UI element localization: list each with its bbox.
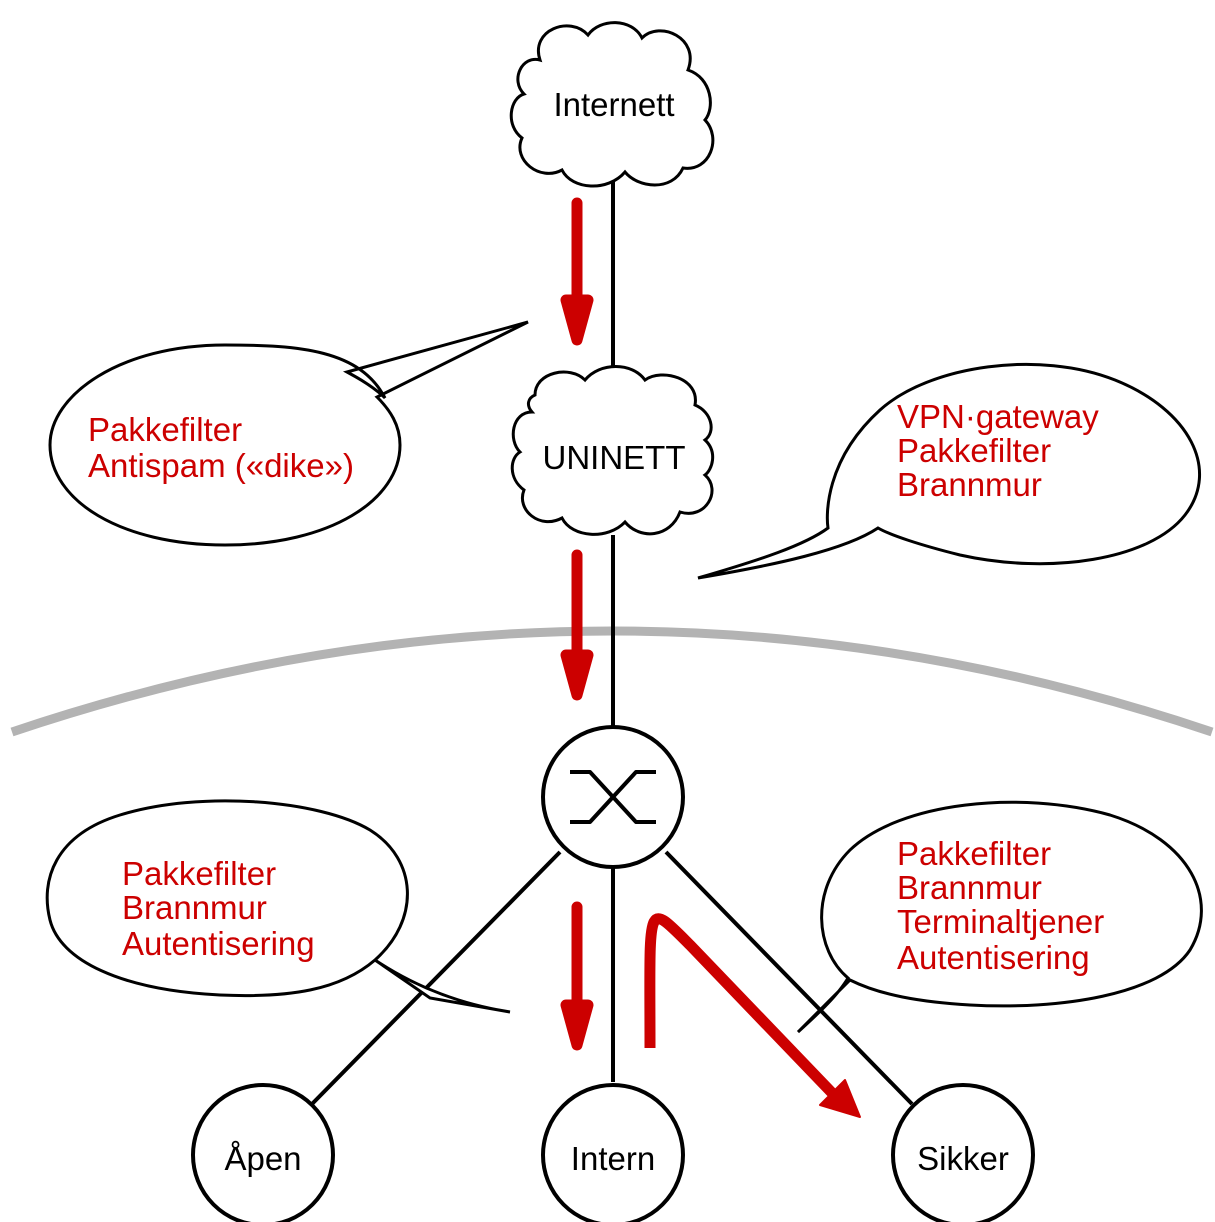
callout-line: Pakkefilter [897,432,1051,469]
uninett-cloud: UNINETT [510,365,715,536]
arrow-router-to-internal [560,901,594,1051]
callout-line: Autentisering [122,925,315,962]
callout-top-left-text: Pakkefilter Antispam («dike») [88,411,354,484]
node-secure: Sikker [891,1083,1035,1222]
callout-line: Brannmur [122,889,267,926]
callout-line: Antispam («dike») [88,447,354,484]
arrow-internal-to-secure-head [819,1079,861,1118]
link-router-secure [664,850,914,1106]
callout-bottom-right-text: Pakkefilter Brannmur Terminaltjener Aute… [897,835,1109,976]
callout-line: Brannmur [897,869,1042,906]
arrow-internet-to-uninett [560,197,594,346]
callout-top-right: VPN·gateway Pakkefilter Brannmur [697,362,1202,580]
internet-label: Internett [553,86,674,123]
callout-line: Terminaltjener [897,903,1104,940]
callout-line: Pakkefilter [897,835,1051,872]
link-router-open [310,850,562,1106]
open-label: Åpen [224,1140,301,1177]
internet-cloud: Internett [509,21,715,188]
arrow-uninett-to-router [560,549,594,701]
callout-line: Autentisering [897,939,1090,976]
callout-line: Pakkefilter [122,855,276,892]
secure-label: Sikker [917,1140,1009,1177]
traffic-arrows [560,197,861,1118]
router-node [541,725,685,869]
callout-top-right-text: VPN·gateway Pakkefilter Brannmur [897,398,1103,503]
internal-label: Intern [571,1140,655,1177]
callout-top-left: Pakkefilter Antispam («dike») [48,320,529,547]
arrow-internal-to-secure [644,913,839,1100]
callout-line: Brannmur [897,466,1042,503]
uninett-label: UNINETT [543,439,686,476]
callout-bottom-right: Pakkefilter Brannmur Terminaltjener Aute… [796,800,1203,1034]
connections [310,180,914,1106]
callout-bottom-left-text: Pakkefilter Brannmur Autentisering [122,855,315,962]
node-internal: Intern [541,1083,685,1222]
node-open: Åpen [191,1083,335,1222]
crossed-arrows-icon [570,770,656,824]
callout-line: VPN·gateway [897,398,1099,435]
callout-line: Pakkefilter [88,411,242,448]
callout-bottom-left: Pakkefilter Brannmur Autentisering [45,799,511,1014]
